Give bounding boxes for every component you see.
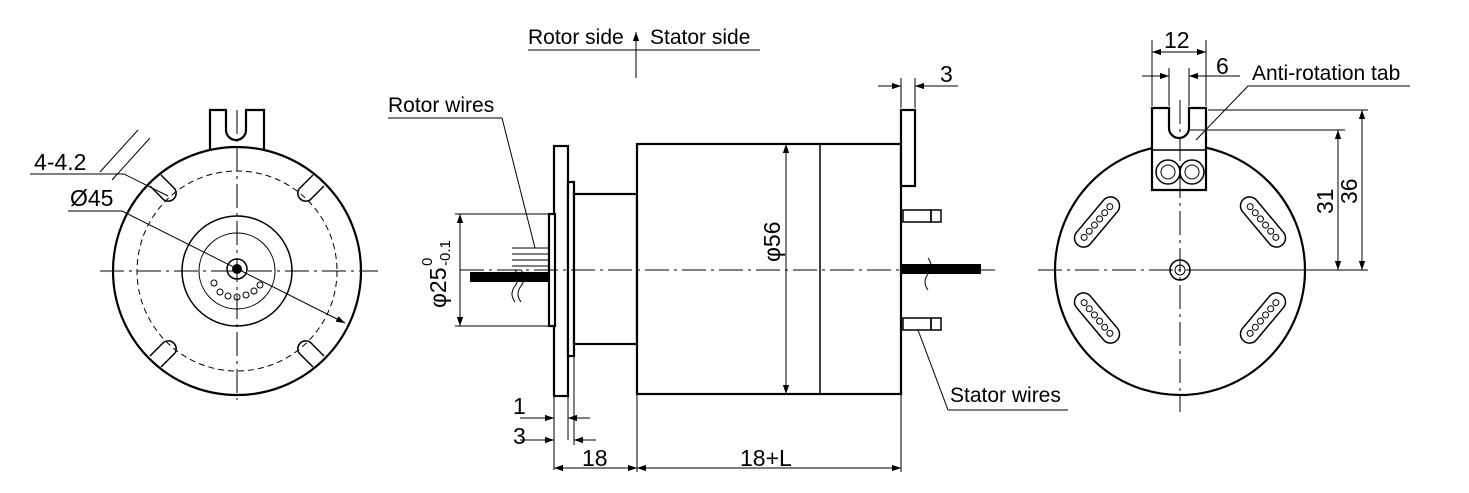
left-view-terminal-dots — [210, 279, 264, 301]
thickness-1-dimension: 1 — [513, 393, 526, 419]
left-view-mounting-slots — [149, 174, 325, 368]
total-length-dimension: 18+L — [740, 445, 792, 471]
left-view-tab — [208, 108, 266, 150]
rotor-wires-bundle — [470, 247, 549, 303]
height-31-dimension: 31 — [1312, 188, 1338, 214]
stator-side-label: Stator side — [650, 26, 750, 49]
flange-diameter-dimension: φ25 0 -0.1 — [419, 240, 454, 308]
rotor-hub — [572, 192, 639, 346]
length-18-dimension: 18 — [582, 445, 608, 471]
holes-dimension: 4-4.2 — [34, 149, 86, 175]
flange-diameter-value: φ25 — [425, 268, 451, 309]
pcd-dimension: Ø45 — [70, 185, 113, 211]
tab-hole-right — [1179, 159, 1205, 185]
thickness-3-dimension: 3 — [513, 423, 526, 449]
main-body — [635, 142, 903, 396]
body-diameter-dimension: φ56 — [759, 222, 785, 263]
rotor-side-label: Rotor side — [528, 26, 624, 49]
left-end-view — [30, 108, 378, 400]
right-end-view — [1038, 40, 1410, 412]
right-view-terminal-strips — [1073, 196, 1287, 344]
rotor-wires-label: Rotor wires — [388, 94, 494, 117]
stator-wires-label: Stator wires — [950, 384, 1061, 407]
anti-rotation-tab-label: Anti-rotation tab — [1252, 62, 1400, 85]
flange-tolerance-upper: 0 — [419, 258, 436, 266]
rear-tab — [899, 108, 917, 188]
height-36-dimension: 36 — [1336, 178, 1362, 204]
stator-wires-bundle — [901, 209, 981, 331]
tab-thickness-dimension: 3 — [940, 61, 953, 87]
side-view — [388, 32, 1068, 472]
tab-width-dimension: 12 — [1164, 27, 1190, 53]
slot-width-dimension: 6 — [1216, 53, 1229, 79]
flange-tolerance-lower: -0.1 — [437, 240, 454, 266]
